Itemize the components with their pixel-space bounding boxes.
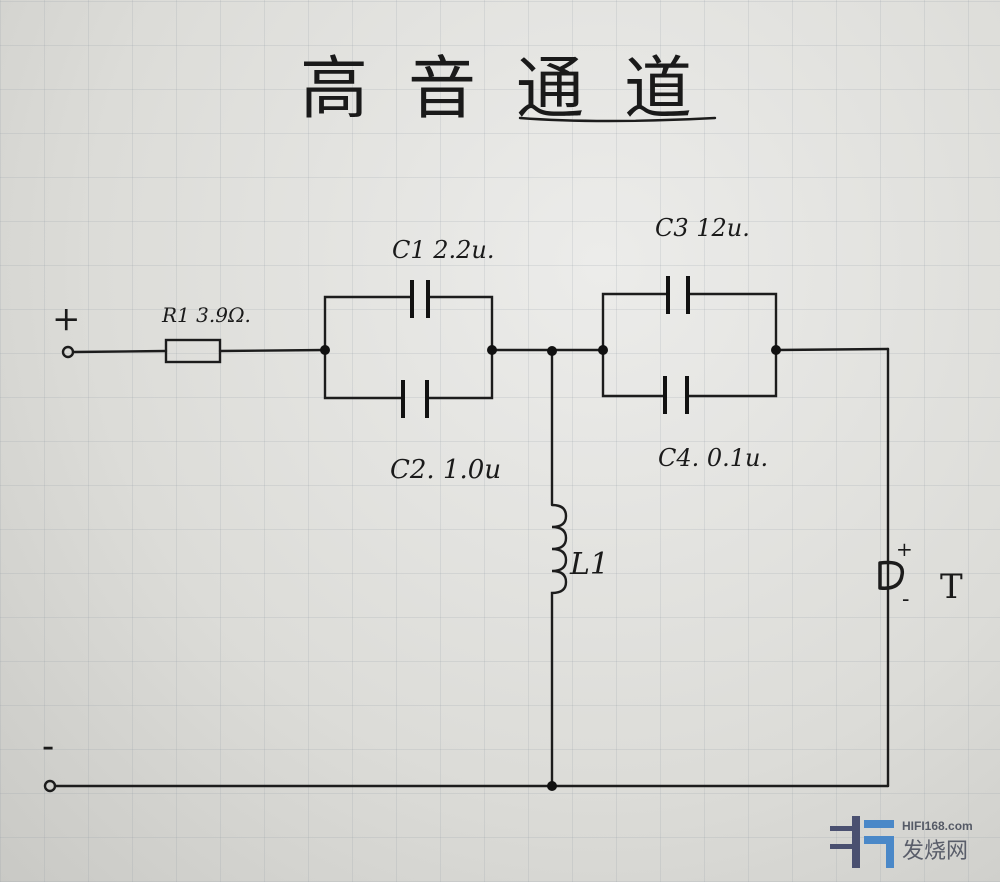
diagram-title: 高音通道 [300, 50, 732, 129]
watermark-name: 发烧网 [902, 839, 969, 864]
c2-label: C2. 1.0u [390, 455, 501, 485]
junction-dot [547, 346, 557, 356]
watermark-url: HIFI168.com [902, 819, 973, 833]
c3-label: C3 12u. [655, 214, 750, 242]
c4-label: C4. 0.1u. [658, 444, 768, 472]
tweeter-symbol [878, 560, 905, 590]
inductor-l1 [550, 348, 568, 788]
junction-dot [487, 345, 497, 355]
negative-terminal-label: - [42, 726, 54, 767]
r1-label: R1 3.9Ω. [161, 303, 251, 327]
l1-label: L1 [569, 547, 609, 582]
junction-dot [320, 345, 330, 355]
junction-dot [598, 345, 608, 355]
junction-dot [547, 781, 557, 791]
tweeter-plus: + [896, 537, 913, 561]
title-underline [518, 116, 717, 123]
c3-c4-branch [601, 292, 778, 398]
positive-terminal-label: + [52, 299, 81, 339]
resistor-r1 [164, 338, 222, 364]
watermark: HIFI168.com 发烧网 [828, 812, 973, 872]
c1-label: C1 2.2u. [392, 236, 495, 264]
negative-terminal [43, 779, 57, 793]
tweeter-minus: - [902, 587, 909, 612]
tweeter-label: T [940, 567, 963, 607]
positive-terminal [61, 345, 75, 359]
top-wire [71, 347, 890, 354]
c1-c2-branch [323, 295, 494, 400]
watermark-logo-icon [828, 812, 898, 872]
junction-dot [771, 345, 781, 355]
